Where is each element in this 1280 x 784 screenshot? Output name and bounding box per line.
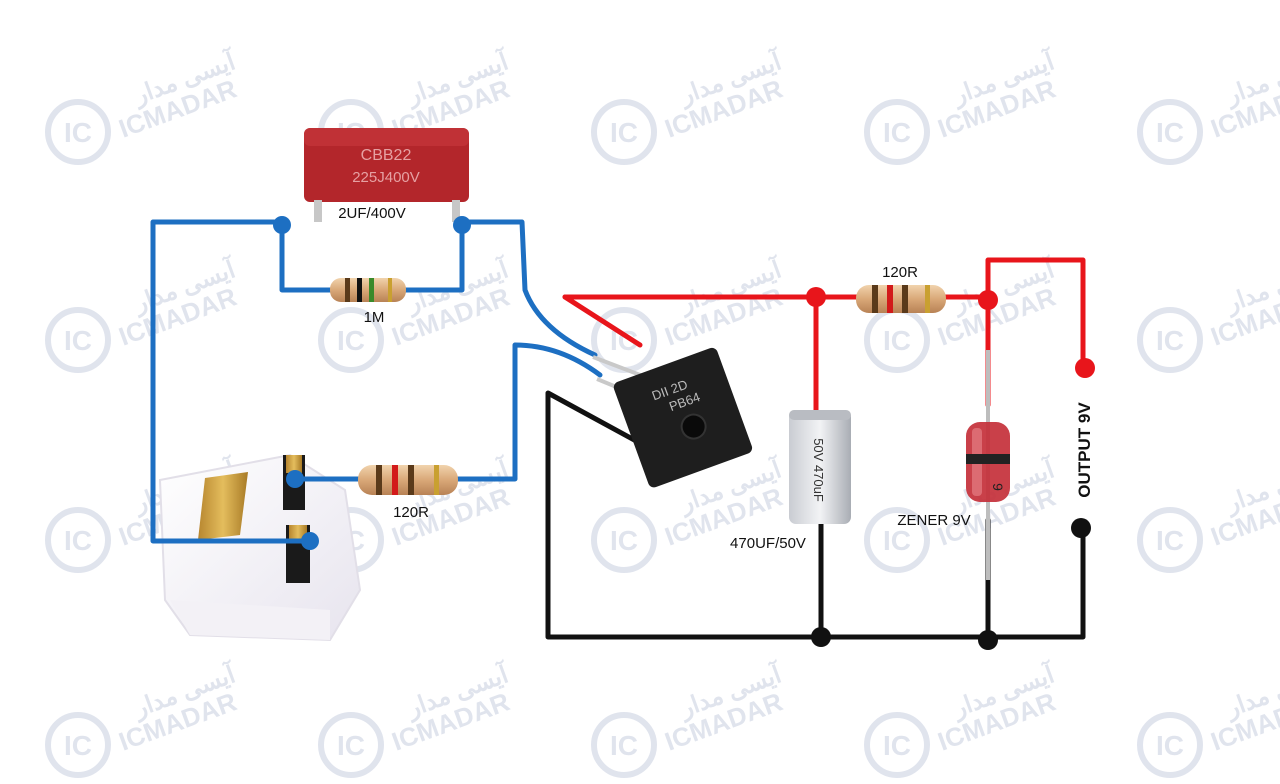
ic-logo-icon <box>45 507 111 573</box>
output-positive-terminal <box>1075 358 1095 378</box>
junction-neg-zener <box>978 630 998 650</box>
watermark-logo-text: IC <box>610 525 638 556</box>
ic-logo-icon <box>1137 712 1203 778</box>
film-capacitor-label: 2UF/400V <box>338 205 406 222</box>
watermark-logo-text: IC <box>64 525 92 556</box>
ic-logo-icon <box>45 712 111 778</box>
film-capacitor: CBB22 225J400V 2UF/400V <box>304 128 469 222</box>
ic-logo-icon <box>864 99 930 165</box>
watermark-logo-text: IC <box>337 325 365 356</box>
ac-wires <box>150 219 603 544</box>
watermark-logo-text: IC <box>883 525 911 556</box>
output-negative-terminal <box>1071 518 1091 538</box>
ic-logo-icon <box>1137 307 1203 373</box>
electrolytic-capacitor: 50V 470uF 470UF/50V <box>730 410 851 552</box>
watermark-logo-text: IC <box>883 325 911 356</box>
ic-logo-icon <box>1137 99 1203 165</box>
ic-logo-icon <box>591 507 657 573</box>
watermark-logo-text: IC <box>64 325 92 356</box>
output-label: OUTPUT 9V <box>1075 402 1094 498</box>
ic-logo-icon <box>318 307 384 373</box>
watermark-logo-text: IC <box>1156 525 1184 556</box>
zener-diode: 9 ZENER 9V <box>897 350 1010 580</box>
watermark-logo-text: IC <box>610 117 638 148</box>
junction-ac-left <box>273 216 291 234</box>
watermark-logo-text: IC <box>1156 325 1184 356</box>
junction-neg-cap <box>811 627 831 647</box>
watermark-logo-text: IC <box>883 730 911 761</box>
resistor-input-120r: 120R <box>358 465 458 521</box>
watermark-logo-text: IC <box>337 730 365 761</box>
resistor-1m: 1M <box>330 278 406 326</box>
ic-logo-icon <box>45 99 111 165</box>
resistor-series-label: 120R <box>882 264 918 281</box>
junction-pos-zener <box>978 290 998 310</box>
watermark-logo-text: IC <box>64 730 92 761</box>
ic-logo-icon <box>45 307 111 373</box>
film-capacitor-text-1: CBB22 <box>361 147 412 164</box>
ic-logo-icon <box>1137 507 1203 573</box>
watermark-logo-text: IC <box>610 730 638 761</box>
junction-ac-right <box>453 216 471 234</box>
mains-plug <box>158 453 362 642</box>
watermark-logo-text: IC <box>1156 730 1184 761</box>
ic-logo-icon <box>591 712 657 778</box>
film-capacitor-text-2: 225J400V <box>352 169 420 186</box>
electrolytic-text: 50V 470uF <box>811 438 826 502</box>
zener-label: ZENER 9V <box>897 512 970 529</box>
ic-logo-icon <box>864 507 930 573</box>
resistor-input-label: 120R <box>393 504 429 521</box>
ic-logo-icon <box>591 99 657 165</box>
ic-logo-icon <box>318 712 384 778</box>
electrolytic-label: 470UF/50V <box>730 535 806 552</box>
watermark-logo-text: IC <box>883 117 911 148</box>
junction-pos-cap <box>806 287 826 307</box>
zener-text: 9 <box>990 483 1006 491</box>
watermark-logo-text: IC <box>64 117 92 148</box>
resistor-series-120r: 120R <box>856 264 946 313</box>
junction-live-pin <box>286 470 304 488</box>
bridge-rectifier: DII 2D PB64 <box>592 347 753 488</box>
junction-dots <box>273 216 998 650</box>
resistor-1m-label: 1M <box>364 309 385 326</box>
plug-earth-pin <box>198 472 248 540</box>
output-terminals: OUTPUT 9V <box>1071 358 1095 538</box>
junction-neutral-pin <box>301 532 319 550</box>
watermark-logo-text: IC <box>1156 117 1184 148</box>
ic-logo-icon <box>864 712 930 778</box>
